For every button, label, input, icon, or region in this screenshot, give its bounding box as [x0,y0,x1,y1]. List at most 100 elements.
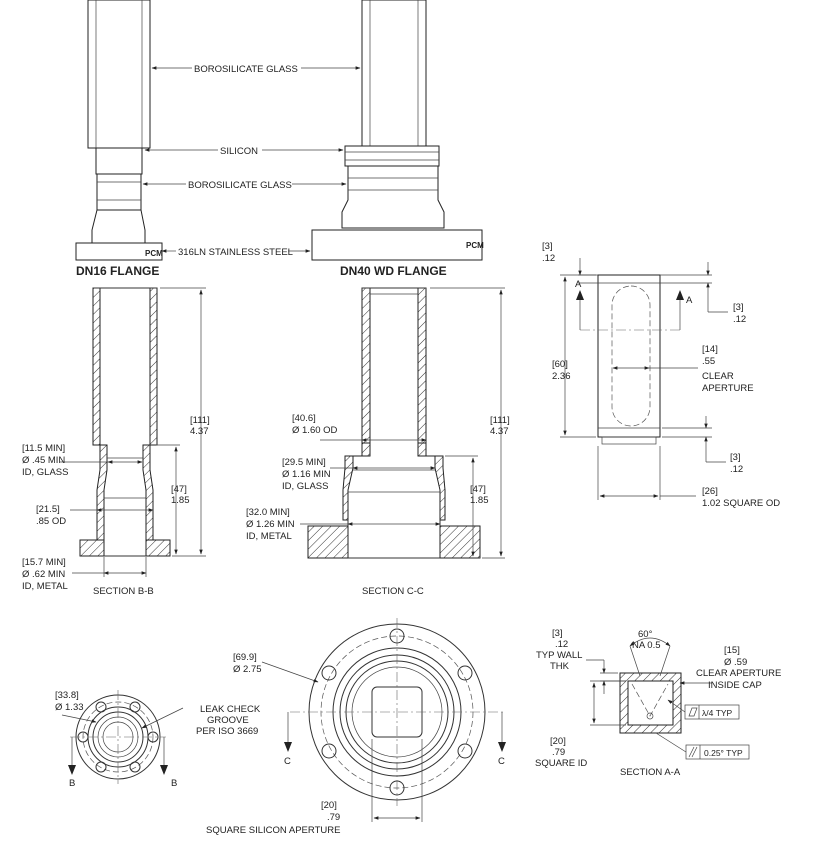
aa-sq-label: SQUARE ID [535,758,587,769]
bb-length-in: 4.37 [190,426,209,437]
bb-glass-id-2: Ø .45 MIN [22,455,65,466]
dn40-silicon-section [344,145,440,167]
aa-flatness-frame [684,704,740,720]
dn16-transition [91,209,146,244]
bb-height-in: 1.85 [171,495,190,506]
dn40-bc-in: Ø 2.75 [233,664,262,675]
cap-height-mm: [60] [552,359,568,370]
aa-clear-1: CLEAR APERTURE [696,668,781,679]
dn16-bc-mm: [33.8] [55,690,79,701]
cap-wall-top-in: .12 [542,253,555,264]
aa-label: SECTION A-A [620,767,681,778]
dn40-bc-mm: [69.9] [233,652,257,663]
section-c-c: [111] 4.37 [47] 1.85 [40.6] Ø 1.60 OD [2… [246,287,510,597]
callout-borosilicate-top: BOROSILICATE GLASS [194,64,298,75]
dn40-glass-neck [341,165,445,229]
bb-height-mm: [47] [171,484,187,495]
aa-cap-section [619,672,682,734]
aa-sq-in: .79 [552,747,565,758]
dn16-glass-neck [96,173,142,211]
bb-length-mm: [111] [190,415,210,426]
aa-wall-mm: [3] [552,628,563,639]
bb-metal-id-1: [15.7 MIN] [22,557,66,568]
aa-parallel-frame [685,744,750,760]
cc-length-in: 4.37 [490,426,509,437]
cap-body [597,274,661,438]
dn16-groove-3: PER ISO 3669 [196,726,258,737]
cap-aperture-2: APERTURE [702,383,754,394]
cap-wall-top-mm: [3] [542,241,553,252]
aa-parallel: 0.25° TYP [704,748,743,758]
bb-od-2: .85 OD [36,516,66,527]
cap-aperture-1: CLEAR [702,371,734,382]
cc-glass-id-3: ID, GLASS [282,481,328,492]
dn16-groove-2: GROOVE [207,715,249,726]
aa-wall-1: TYP WALL [536,650,582,661]
cap-clear-aperture [611,285,651,427]
dn40-sq-in: .79 [327,812,340,823]
aa-wall-in: .12 [555,639,568,650]
bb-metal-id-3: ID, METAL [22,581,68,592]
cap-bottom-mm: [3] [730,452,741,463]
aa-clear-in: Ø .59 [724,657,747,668]
cap-aperture-mm: [14] [702,344,718,355]
dn16-section-letter-left: B [69,778,75,789]
dn16-groove-1: LEAK CHECK [200,704,261,715]
bb-metal-id-2: Ø .62 MIN [22,569,65,580]
dn16-silicon-section [95,147,143,175]
dn16-logo: PCM [145,249,163,258]
section-a-a: 60° NA 0.5 [3] .12 TYP WALL THK [15] Ø .… [535,628,781,778]
cap-aperture-in: .55 [702,356,715,367]
cc-label: SECTION C-C [362,586,424,597]
dn40-flange-view: PCM DN40 WD FLANGE [311,0,484,278]
cc-metal-id-3: ID, METAL [246,531,292,542]
section-b-b: [111] 4.37 [47] 1.85 [11.5 MIN] Ø .45 MI… [22,287,210,597]
cc-od-1: [40.6] [292,413,316,424]
aa-angle-2: NA 0.5 [632,640,661,651]
dn40-section-letter-right: C [498,756,505,767]
dn40-sq-mm: [20] [321,800,337,811]
dn40-logo: PCM [466,241,484,250]
dn40-flange-body [311,229,483,261]
cap-height-in: 2.36 [552,371,571,382]
dn16-bottom-view: B B [33.8] Ø 1.33 LEAK CHECK GROOVE PER … [55,690,261,789]
callout-borosilicate-mid: BOROSILICATE GLASS [188,180,292,191]
bb-label: SECTION B-B [93,586,154,597]
aa-flatness: λ/4 TYP [702,708,733,718]
aa-clear-mm: [15] [724,645,740,656]
material-callouts: BOROSILICATE GLASS SILICON BOROSILICATE … [142,64,361,258]
cc-metal-id-1: [32.0 MIN] [246,507,290,518]
aa-angle-1: 60° [638,629,653,640]
cap-wall-right-mm: [3] [733,302,744,313]
dn40-caption: SQUARE SILICON APERTURE [206,825,340,836]
dn40-section-letter-left: C [284,756,291,767]
callout-stainless: 316LN STAINLESS STEEL [178,247,293,258]
cc-height-in: 1.85 [470,495,489,506]
dn40-bottom-view: C C [69.9] Ø 2.75 [20] .79 SQUARE SILICO… [206,618,506,836]
aa-wall-2: THK [550,661,570,672]
dn16-glass-tube [87,0,151,149]
dn16-flange-view: PCM DN16 FLANGE [75,0,163,278]
aa-sq-mm: [20] [550,736,566,747]
bb-glass-id-1: [11.5 MIN] [22,443,65,454]
dn16-title: DN16 FLANGE [76,264,159,278]
dn16-bc-in: Ø 1.33 [55,702,84,713]
cap-bottom-in: .12 [730,464,743,475]
callout-silicon: SILICON [220,146,258,157]
cap-od-mm: [26] [702,486,718,497]
cap-section-letter-left: A [575,279,582,290]
dn40-title: DN40 WD FLANGE [340,264,447,278]
cc-metal-id-2: Ø 1.26 MIN [246,519,295,530]
dn16-section-letter-right: B [171,778,177,789]
aa-clear-2: INSIDE CAP [708,680,762,691]
cap-od-in: 1.02 SQUARE OD [702,498,780,509]
cc-glass-id-1: [29.5 MIN] [282,457,326,468]
cc-glass-id-2: Ø 1.16 MIN [282,469,331,480]
bb-od-1: [21.5] [36,504,60,515]
cap-view: A A [3] .12 [3] .12 [60] 2.36 [14] .55 C… [542,241,780,509]
cap-section-letter-right: A [686,295,693,306]
cc-od-2: Ø 1.60 OD [292,425,338,436]
cc-height-mm: [47] [470,484,486,495]
cap-wall-right-in: .12 [733,314,746,325]
